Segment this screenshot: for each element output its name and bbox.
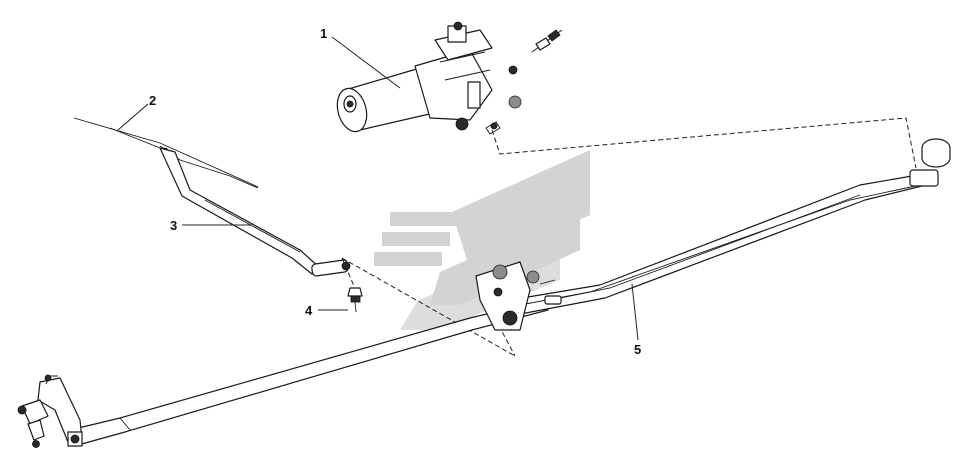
leader-line-5 xyxy=(631,283,639,341)
wiper-arm xyxy=(159,147,351,277)
callout-5: 5 xyxy=(634,342,641,357)
callout-2: 2 xyxy=(149,93,156,108)
wiper-linkage xyxy=(17,138,951,448)
callout-4: 4 xyxy=(305,303,313,318)
callout-3: 3 xyxy=(170,218,177,233)
wiper-motor xyxy=(336,21,563,135)
arm-nut xyxy=(347,287,363,313)
assembly-dashed-line-motor xyxy=(491,117,917,169)
callout-1: 1 xyxy=(320,26,327,41)
leader-line-2 xyxy=(117,103,149,131)
leader-line-1 xyxy=(331,36,401,89)
